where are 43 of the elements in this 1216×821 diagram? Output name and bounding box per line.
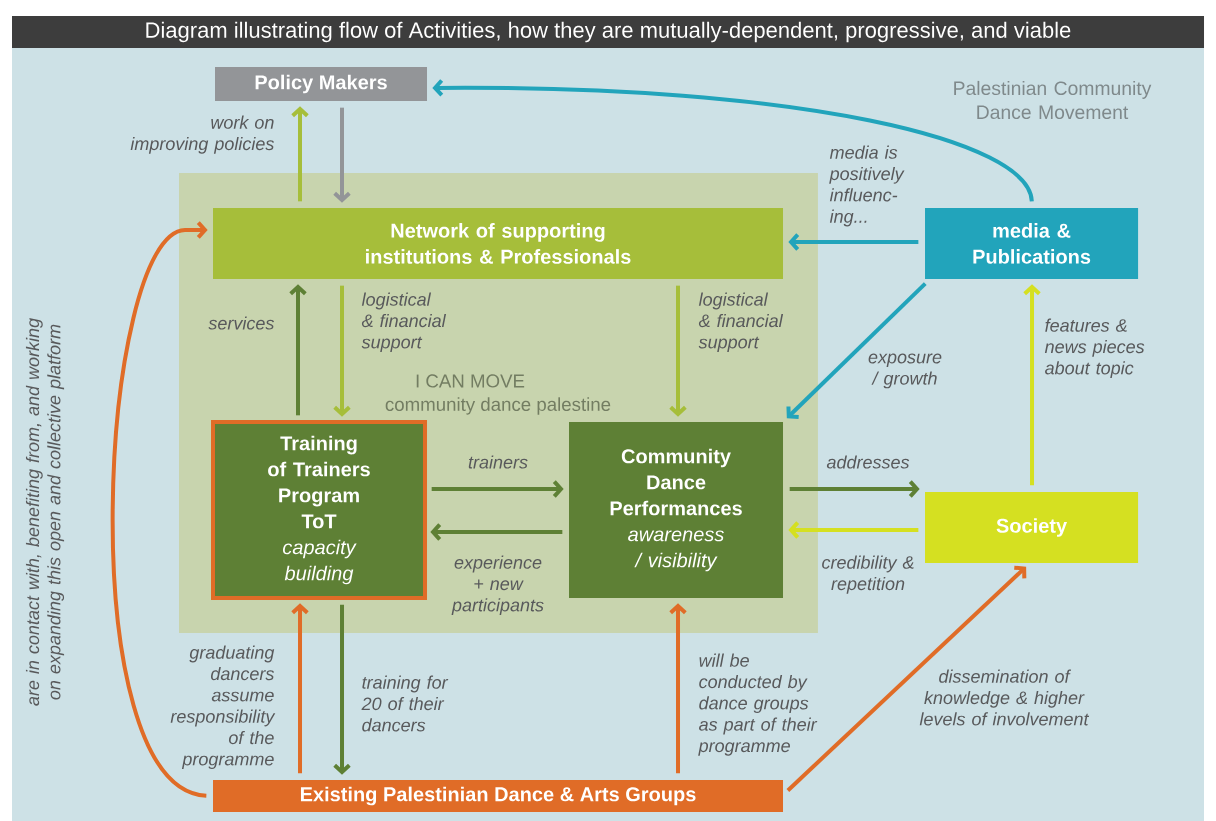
arrow xyxy=(333,285,351,417)
arrow xyxy=(788,521,919,539)
edge-label: exposure / growth xyxy=(868,353,942,389)
arrow xyxy=(669,285,687,417)
edge-label: dissemination of knowledge & higher levels of involvement xyxy=(919,669,1090,726)
edge-label: trainers xyxy=(468,455,528,469)
arrow xyxy=(289,284,307,416)
edge-label: work on improving policies xyxy=(130,115,274,154)
edge-label: are in contact with, benefiting from, and working on expanding this open and collective platform xyxy=(25,318,65,706)
title-bar: Diagram illustrating flow of Activities, how they are mutually-dependent, progressive, and viable xyxy=(12,16,1204,48)
edge-label: experience + new participants xyxy=(451,555,544,616)
groups-box: Existing Palestinian Dance & Arts Groups xyxy=(213,780,783,812)
arrow xyxy=(669,603,687,774)
edge-label: logistical & financial support xyxy=(361,292,447,353)
arrow xyxy=(333,604,351,775)
arrow xyxy=(110,221,208,798)
policy-box: Policy Makers xyxy=(215,67,427,101)
arrow xyxy=(333,107,351,203)
media-box: media & Publications xyxy=(925,208,1139,279)
arrow xyxy=(291,106,309,202)
edge-label: will be conducted by dance groups as part of their programme xyxy=(698,653,818,756)
arrow xyxy=(1023,284,1041,486)
arrow xyxy=(291,603,309,774)
arrow xyxy=(431,480,564,498)
edge-label: addresses xyxy=(826,455,910,469)
network-box: Network of supporting institutions & Professionals xyxy=(213,208,783,279)
performances-box: Community Dance Performances awareness / visibility xyxy=(569,422,783,598)
edge-label: credibility & repetition xyxy=(822,555,914,594)
arrow xyxy=(786,565,1027,792)
edge-label: graduating dancers assume responsibility of the programme xyxy=(170,645,276,770)
arrow xyxy=(432,79,1034,202)
edge-label: logistical & financial support xyxy=(698,292,784,353)
arrow xyxy=(786,282,927,419)
arrow xyxy=(789,480,920,498)
edge-label: training for 20 of their dancers xyxy=(361,675,449,732)
arrow xyxy=(788,233,919,251)
training-box: Training of Trainers Program ToT capacity building xyxy=(211,420,427,600)
heading-text: Palestinian Community Dance Movement xyxy=(954,80,1152,120)
edge-label: features & news pieces about topic xyxy=(1044,318,1145,379)
arrow xyxy=(430,523,563,541)
edge-label: media is positively influenc- ing... xyxy=(829,145,905,227)
edge-label: services xyxy=(208,316,275,330)
society-box: Society xyxy=(925,492,1139,563)
